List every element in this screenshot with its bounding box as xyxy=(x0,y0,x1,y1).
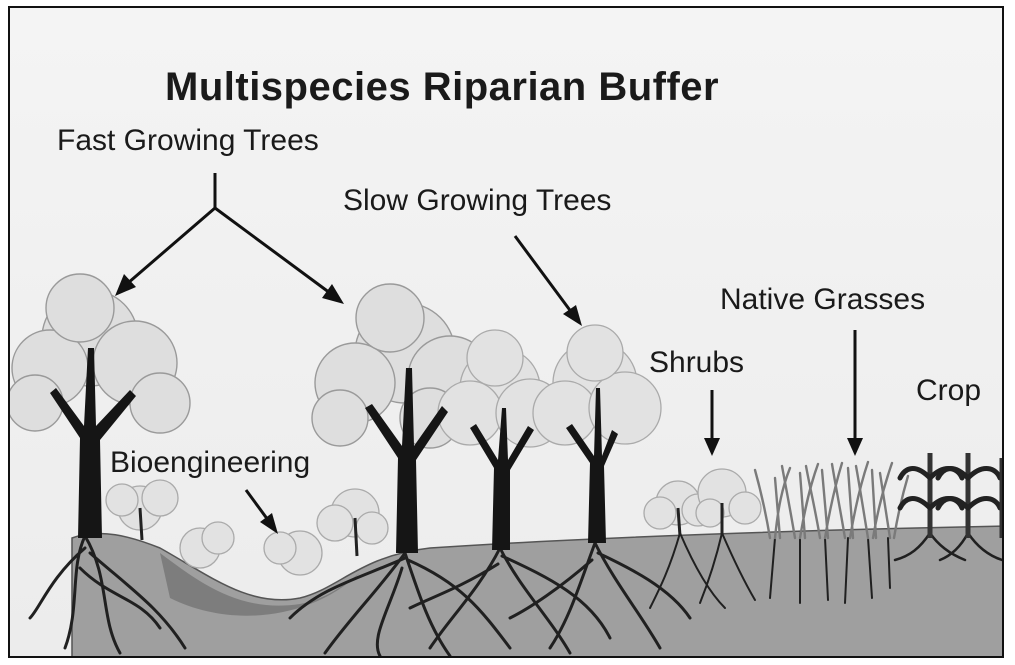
label-native-grasses: Native Grasses xyxy=(720,283,925,316)
label-shrubs: Shrubs xyxy=(649,346,744,379)
crop-plants xyxy=(900,453,1002,538)
diagram-title: Multispecies Riparian Buffer xyxy=(165,65,719,109)
label-bioengineering: Bioengineering xyxy=(110,446,310,479)
diagram-frame: Multispecies Riparian Buffer Fast Growin… xyxy=(8,6,1004,658)
label-crop: Crop xyxy=(916,374,981,407)
label-slow-growing-trees: Slow Growing Trees xyxy=(343,184,611,217)
label-fast-growing-trees: Fast Growing Trees xyxy=(57,124,319,157)
fast-tree-1-canopy xyxy=(10,274,190,433)
native-grasses xyxy=(755,462,908,538)
riparian-buffer-diagram: Multispecies Riparian Buffer Fast Growin… xyxy=(10,8,1004,658)
shrubs-cluster xyxy=(644,469,761,529)
